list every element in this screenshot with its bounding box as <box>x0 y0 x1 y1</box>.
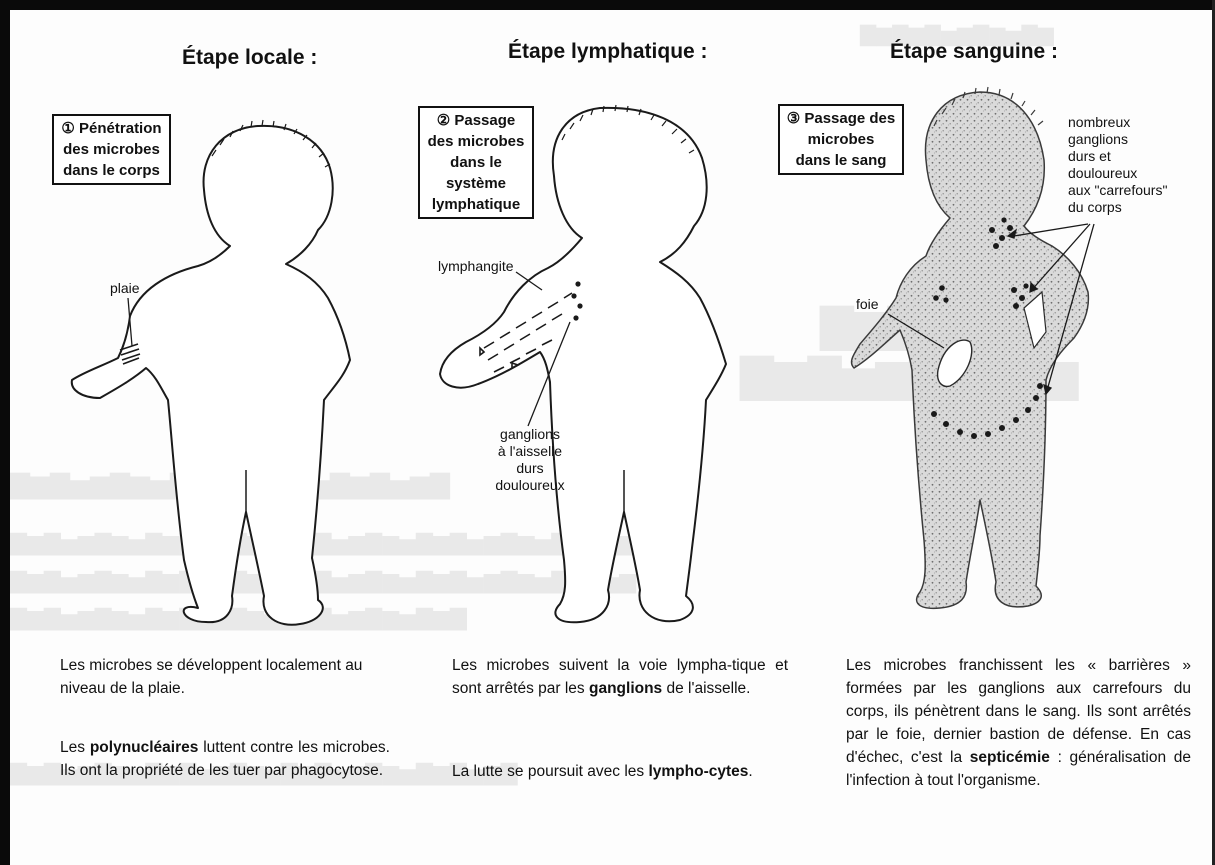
callout-line: ① Pénétration <box>58 118 165 139</box>
label-line: durs <box>480 460 580 477</box>
stage-title-blood: Étape sanguine : <box>890 40 1058 64</box>
label-line: douloureux <box>1068 165 1167 182</box>
callout-line: ② Passage <box>424 110 528 131</box>
label-line: du corps <box>1068 199 1167 216</box>
scan-border-left <box>0 0 10 865</box>
desc-lymphatic-1: Les microbes suivent la voie lympha-tiqu… <box>452 654 788 700</box>
stage-title-lymphatic: Étape lymphatique : <box>508 40 708 64</box>
callout-line: des microbes <box>424 131 528 152</box>
callout-line: dans le système <box>424 152 528 194</box>
stage-title-local: Étape locale : <box>182 46 317 70</box>
desc-local-1: Les microbes se développent localement a… <box>60 654 390 700</box>
child-figure-local <box>72 120 350 625</box>
label-line: nombreux <box>1068 114 1167 131</box>
callout-line: lymphatique <box>424 194 528 215</box>
label-nombreux-ganglions: nombreux ganglions durs et douloureux au… <box>1068 114 1167 216</box>
label-line: ganglions <box>480 426 580 443</box>
desc-local-2: Les polynucléaires luttent contre les mi… <box>60 736 390 782</box>
label-ganglions-aisselle: ganglions à l'aisselle durs douloureux <box>480 426 580 494</box>
label-line: durs et <box>1068 148 1167 165</box>
callout-line: dans le sang <box>784 150 898 171</box>
label-line: à l'aisselle <box>480 443 580 460</box>
callout-box-blood: ③ Passage des microbes dans le sang <box>778 104 904 175</box>
label-line: aux "carrefours" <box>1068 182 1167 199</box>
callout-line: ③ Passage des <box>784 108 898 129</box>
label-foie: foie <box>856 296 879 313</box>
label-line: ganglions <box>1068 131 1167 148</box>
child-outline-local <box>72 126 350 625</box>
callout-line: microbes <box>784 129 898 150</box>
callout-line: des microbes <box>58 139 165 160</box>
scan-border-top <box>0 0 1215 10</box>
callout-line: dans le corps <box>58 160 165 181</box>
desc-blood: Les microbes franchissent les « barrière… <box>846 654 1191 792</box>
desc-lymphatic-2: La lutte se poursuit avec les lympho-cyt… <box>452 760 792 783</box>
label-line: douloureux <box>480 477 580 494</box>
callout-box-local: ① Pénétration des microbes dans le corps <box>52 114 171 185</box>
label-plaie: plaie <box>110 280 140 297</box>
callout-box-lymphatic: ② Passage des microbes dans le système l… <box>418 106 534 219</box>
label-lymphangite: lymphangite <box>438 258 514 275</box>
